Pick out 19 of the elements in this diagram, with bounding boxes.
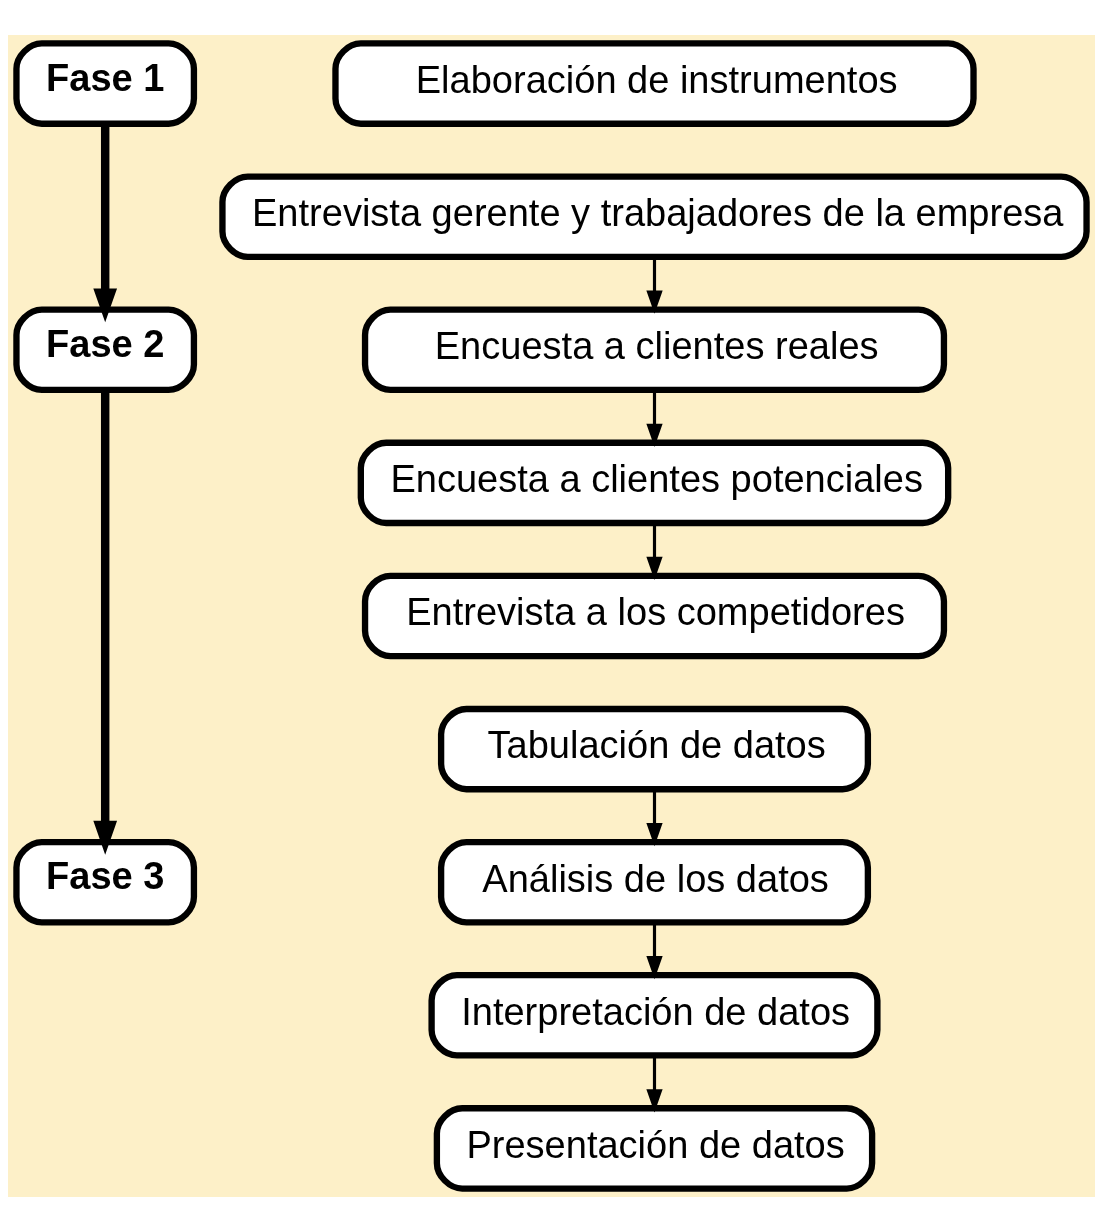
node-box: Encuesta a clientes potenciales	[357, 439, 952, 527]
arrow	[646, 789, 663, 847]
node-box: Tabulación de datos	[437, 705, 872, 793]
node-box: Fase 2	[13, 306, 198, 394]
node-box: Entrevista a los competidores	[361, 572, 948, 660]
node-box: Elaboración de instrumentos	[332, 40, 977, 127]
arrow	[646, 390, 663, 447]
arrow	[646, 523, 663, 581]
arrow	[646, 257, 663, 314]
node-box: Presentación de datos	[433, 1105, 876, 1192]
node-box: Entrevista gerente y trabajadores de la empresa	[219, 173, 1090, 260]
arrow	[646, 1056, 663, 1113]
node-box: Fase 1	[13, 40, 198, 127]
arrow	[93, 390, 118, 855]
node-box: Interpretación de datos	[428, 972, 881, 1059]
node-box: Encuesta a clientes reales	[361, 306, 948, 394]
arrow	[646, 923, 663, 980]
node-box: Fase 3	[13, 838, 198, 926]
node-box: Análisis de los datos	[437, 838, 872, 926]
